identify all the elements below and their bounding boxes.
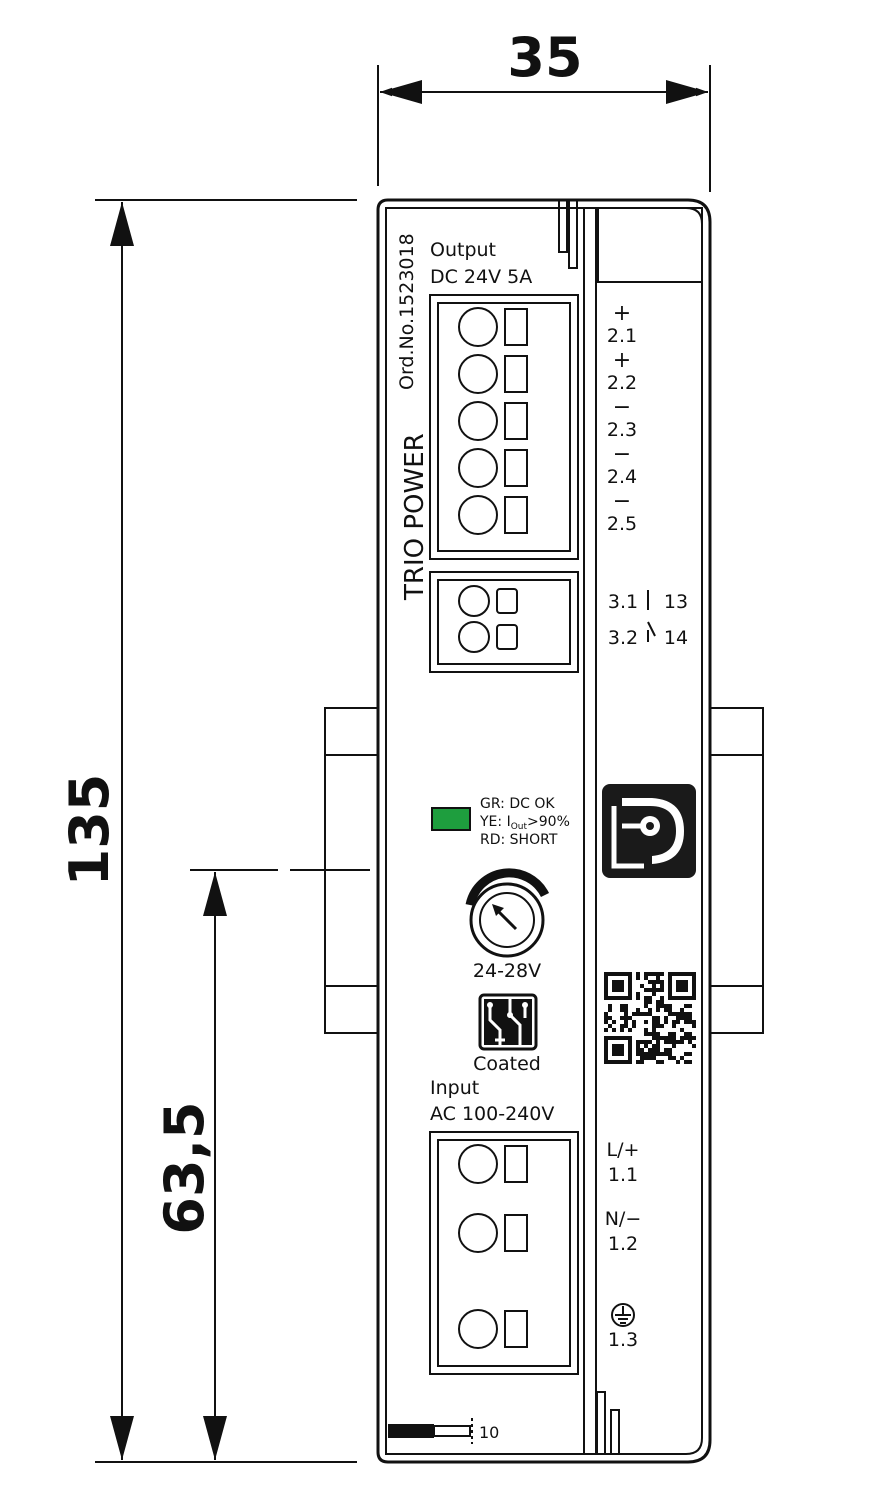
input-screw-1.1 bbox=[458, 1144, 498, 1184]
output-title: Output bbox=[430, 239, 496, 261]
output-terminal-id: 2.5 bbox=[607, 513, 637, 535]
qr-code bbox=[604, 972, 696, 1064]
input-title: Input bbox=[430, 1077, 479, 1099]
input-terminal-id: 1.1 bbox=[608, 1164, 638, 1186]
input-terminal-function: L/+ bbox=[607, 1139, 640, 1161]
potentiometer-range: 24-28V bbox=[473, 960, 541, 982]
width-value: 35 bbox=[507, 26, 582, 89]
relay-left-label: 3.2 bbox=[608, 627, 638, 649]
relay-terminal-labels: 3.1 13 3.2 14 bbox=[608, 591, 688, 649]
output-terminal-block bbox=[429, 294, 579, 560]
output-terminal-id: 2.4 bbox=[607, 466, 637, 488]
wire-entry-2.5 bbox=[504, 496, 528, 534]
width-dimension: 35 bbox=[377, 26, 711, 192]
screw-terminal-2.2 bbox=[458, 354, 498, 394]
wire-entry-2.4 bbox=[504, 449, 528, 487]
input-entry-1.2 bbox=[504, 1214, 528, 1252]
output-terminals bbox=[458, 307, 528, 535]
input-terminal-id: 1.2 bbox=[608, 1233, 638, 1255]
rail-value: 63,5 bbox=[153, 1101, 216, 1234]
order-number: Ord.No.1523018 bbox=[396, 233, 418, 390]
brand-text: TRIO POWER bbox=[400, 433, 430, 601]
screw-terminal-2.3 bbox=[458, 401, 498, 441]
screw-terminal-2.1 bbox=[458, 307, 498, 347]
output-terminal-id: 2.2 bbox=[607, 372, 637, 394]
output-terminal-sign: − bbox=[613, 395, 631, 420]
screw-terminal-2.5 bbox=[458, 495, 498, 535]
led-legend-yellow: YE: IOut>90% bbox=[479, 814, 570, 832]
status-led bbox=[431, 807, 471, 831]
relay-screw-3.1 bbox=[458, 585, 490, 617]
input-entry-1.1 bbox=[504, 1145, 528, 1183]
relay-screw-3.2 bbox=[458, 621, 490, 653]
relay-terminal-block bbox=[429, 571, 579, 673]
input-terminal-function: N/− bbox=[605, 1208, 642, 1230]
output-terminal-sign: + bbox=[613, 301, 631, 326]
voltage-adjust-potentiometer bbox=[465, 868, 550, 958]
input-screw-1.2 bbox=[458, 1213, 498, 1253]
rail-dimension: 63,5 bbox=[153, 869, 370, 1460]
wire-entry-2.2 bbox=[504, 355, 528, 393]
height-dimension: 135 bbox=[58, 199, 357, 1463]
output-terminal-id: 2.3 bbox=[607, 419, 637, 441]
output-terminal-sign: − bbox=[613, 489, 631, 514]
led-legend-green: GR: DC OK bbox=[480, 796, 555, 812]
wire-entry-2.1 bbox=[504, 308, 528, 346]
output-terminal-id: 2.1 bbox=[607, 325, 637, 347]
input-terminal-id: 1.3 bbox=[608, 1329, 638, 1351]
input-rating: AC 100-240V bbox=[430, 1103, 554, 1125]
brand-logo bbox=[602, 784, 696, 878]
relay-contact-symbol bbox=[647, 590, 656, 642]
height-value: 135 bbox=[58, 774, 121, 887]
wire-entry-2.3 bbox=[504, 402, 528, 440]
strip-length-value: 10 bbox=[479, 1423, 499, 1442]
ground-icon bbox=[611, 1303, 635, 1327]
output-terminal-labels: +2.1+2.2−2.3−2.4−2.5 bbox=[607, 301, 637, 535]
relay-left-label: 3.1 bbox=[608, 591, 638, 613]
relay-right-label: 14 bbox=[664, 627, 688, 649]
relay-right-label: 13 bbox=[664, 591, 688, 613]
coated-label: Coated bbox=[473, 1053, 541, 1075]
output-rating: DC 24V 5A bbox=[430, 266, 532, 288]
output-terminal-sign: − bbox=[613, 442, 631, 467]
relay-entry-3.2 bbox=[496, 624, 518, 650]
strip-length-indicator bbox=[388, 1418, 473, 1444]
input-terminal-labels: L/+ 1.1N/− 1.2 1.3 bbox=[605, 1139, 642, 1351]
relay-entry-3.1 bbox=[496, 588, 518, 614]
input-terminal-block bbox=[429, 1131, 579, 1375]
din-rail-right bbox=[709, 707, 764, 1034]
output-terminal-sign: + bbox=[613, 348, 631, 373]
screw-terminal-2.4 bbox=[458, 448, 498, 488]
led-legend-red: RD: SHORT bbox=[480, 832, 558, 848]
input-entry-1.3 bbox=[504, 1310, 528, 1348]
input-screw-1.3 bbox=[458, 1309, 498, 1349]
input-terminals bbox=[458, 1144, 528, 1349]
coated-pcb-icon bbox=[478, 993, 538, 1051]
relay-terminals bbox=[458, 585, 518, 653]
